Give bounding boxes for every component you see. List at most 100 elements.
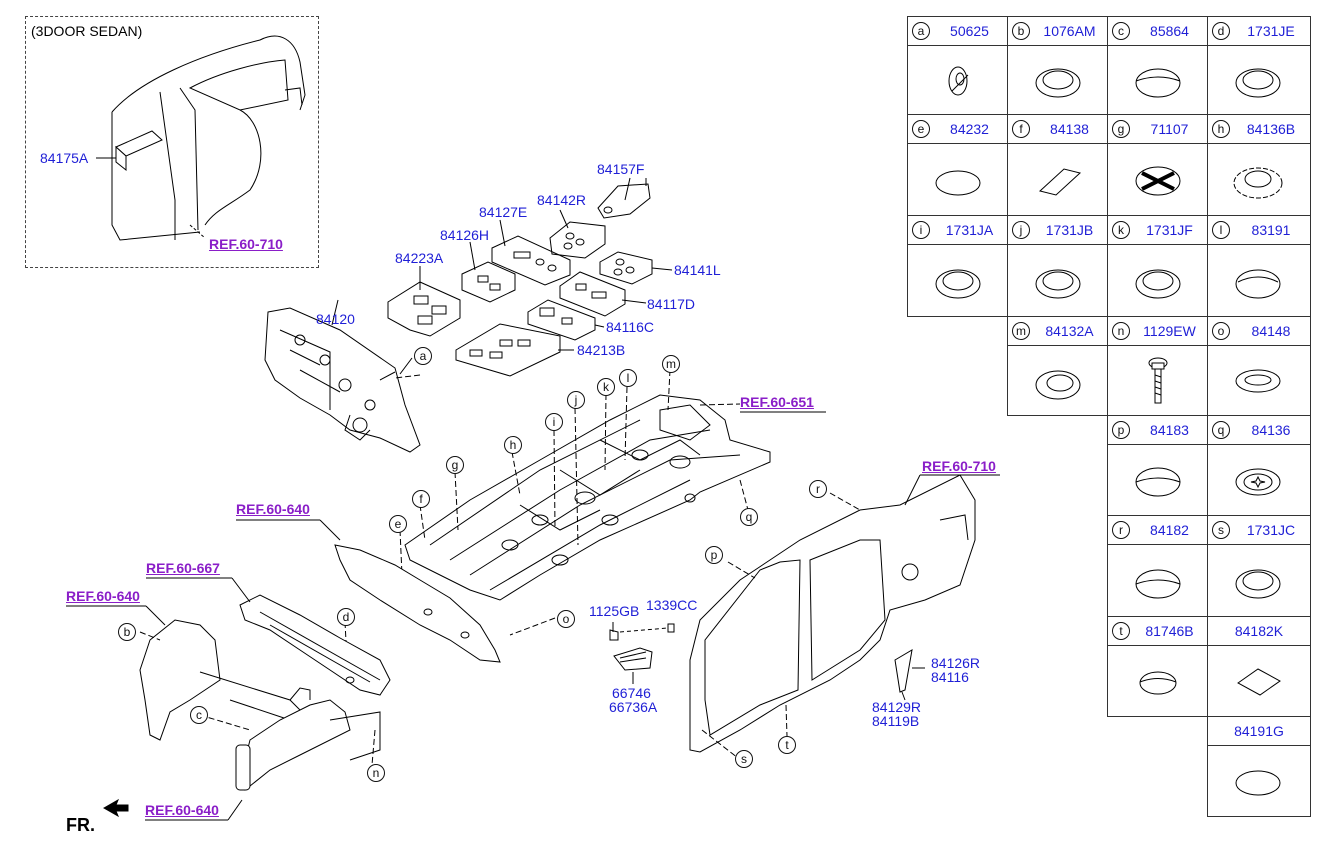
ref-link-inset[interactable]: REF.60-710 <box>209 236 283 252</box>
legend-letter: k <box>1112 221 1130 239</box>
part-label-84127E[interactable]: 84127E <box>479 204 528 220</box>
plug-icon <box>1235 269 1281 299</box>
part-label-84129R[interactable]: 84129R <box>872 699 922 715</box>
callout-c[interactable]: c <box>190 706 208 724</box>
ref-link-60-640-c[interactable]: REF.60-640 <box>145 802 219 818</box>
legend-cell-84182K[interactable]: 84182K <box>1207 616 1311 717</box>
callout-m[interactable]: m <box>662 355 680 373</box>
callout-j[interactable]: j <box>567 391 585 409</box>
part-label-84126H[interactable]: 84126H <box>440 227 490 243</box>
part-label-84175A[interactable]: 84175A <box>40 150 89 166</box>
floor-panel <box>404 394 771 601</box>
callout-h[interactable]: h <box>504 436 522 454</box>
legend-letter: h <box>1212 120 1230 138</box>
part-label-84117D[interactable]: 84117D <box>647 296 696 312</box>
cross-plug-icon <box>1135 166 1181 196</box>
callout-q[interactable]: q <box>740 508 758 526</box>
pad-84141L <box>599 251 653 285</box>
legend-part-number: 84232 <box>950 121 989 137</box>
part-label-84223A[interactable]: 84223A <box>395 250 444 266</box>
legend-letter: l <box>1212 221 1230 239</box>
legend-cell-r[interactable]: r 84182 <box>1107 515 1208 617</box>
part-label-1339CC[interactable]: 1339CC <box>646 597 698 613</box>
part-label-84157F[interactable]: 84157F <box>597 161 645 177</box>
legend-letter: g <box>1112 120 1130 138</box>
pad-84142R <box>549 221 606 259</box>
part-label-84141L[interactable]: 84141L <box>674 262 721 278</box>
legend-part-number: 83191 <box>1251 222 1291 238</box>
legend-letter: r <box>1112 521 1130 539</box>
pad-84213B <box>455 323 561 377</box>
legend-part-number: 84132A <box>1045 323 1094 339</box>
callout-k[interactable]: k <box>597 378 615 396</box>
legend-part-number: 84136 <box>1251 422 1291 438</box>
legend-cell-g[interactable]: g 71107 <box>1107 114 1208 216</box>
legend-part-number: 84136B <box>1246 121 1296 137</box>
ref-link-60-640-b[interactable]: REF.60-640 <box>66 588 140 604</box>
callout-g[interactable]: g <box>446 456 464 474</box>
callout-r[interactable]: r <box>809 480 827 498</box>
plug-icon <box>1135 68 1181 98</box>
callout-t[interactable]: t <box>778 736 796 754</box>
part-label-84116[interactable]: 84116 <box>931 669 969 685</box>
part-label-84142R[interactable]: 84142R <box>537 192 587 208</box>
part-label-84213B[interactable]: 84213B <box>577 342 626 358</box>
part-label-1125GB[interactable]: 1125GB <box>589 603 640 619</box>
dash-insulation <box>334 544 501 663</box>
callout-d[interactable]: d <box>337 608 355 626</box>
callout-b[interactable]: b <box>118 623 136 641</box>
legend-part-number: 84182 <box>1150 522 1189 538</box>
plug-icon <box>1035 370 1081 400</box>
legend-part-number: 71107 <box>1150 121 1189 137</box>
callout-f[interactable]: f <box>412 490 430 508</box>
cowl-panel <box>239 594 391 696</box>
legend-letter: o <box>1212 322 1230 340</box>
callout-e[interactable]: e <box>389 515 407 533</box>
callout-n[interactable]: n <box>367 764 385 782</box>
part-label-84126R[interactable]: 84126R <box>931 655 981 671</box>
part-label-84120[interactable]: 84120 <box>316 311 355 327</box>
part-label-84119B[interactable]: 84119B <box>872 713 920 729</box>
legend-part-number: 50625 <box>950 23 989 39</box>
legend-part-number: 84183 <box>1150 422 1189 438</box>
ref-link-60-640-a[interactable]: REF.60-640 <box>236 501 310 517</box>
legend-cell-h[interactable]: h 84136B <box>1207 114 1311 216</box>
ref-link-60-710[interactable]: REF.60-710 <box>922 458 996 474</box>
callout-l[interactable]: l <box>619 369 637 387</box>
part-label-66736A[interactable]: 66736A <box>609 699 658 715</box>
plug-icon <box>1235 68 1281 98</box>
legend-part-number: 1731JC <box>1246 522 1296 538</box>
part-label-84116C[interactable]: 84116C <box>606 319 655 335</box>
ref-link-60-667[interactable]: REF.60-667 <box>146 560 220 576</box>
part-label-66746[interactable]: 66746 <box>612 685 651 701</box>
callout-o[interactable]: o <box>557 610 575 628</box>
legend-letter: d <box>1212 22 1230 40</box>
bolt-icon <box>1148 357 1168 404</box>
callout-i[interactable]: i <box>545 413 563 431</box>
legend-part-number: 85864 <box>1150 23 1189 39</box>
callout-s[interactable]: s <box>735 750 753 768</box>
legend-cell-84191G[interactable]: 84191G <box>1207 716 1311 817</box>
callout-p[interactable]: p <box>705 546 723 564</box>
tape-icon <box>1038 168 1082 196</box>
ref-link-60-651[interactable]: REF.60-651 <box>740 394 814 410</box>
legend-part-number: 84191G <box>1234 723 1284 739</box>
callout-a[interactable]: a <box>414 347 432 365</box>
legend-cell-l[interactable]: l 83191 <box>1207 215 1311 317</box>
